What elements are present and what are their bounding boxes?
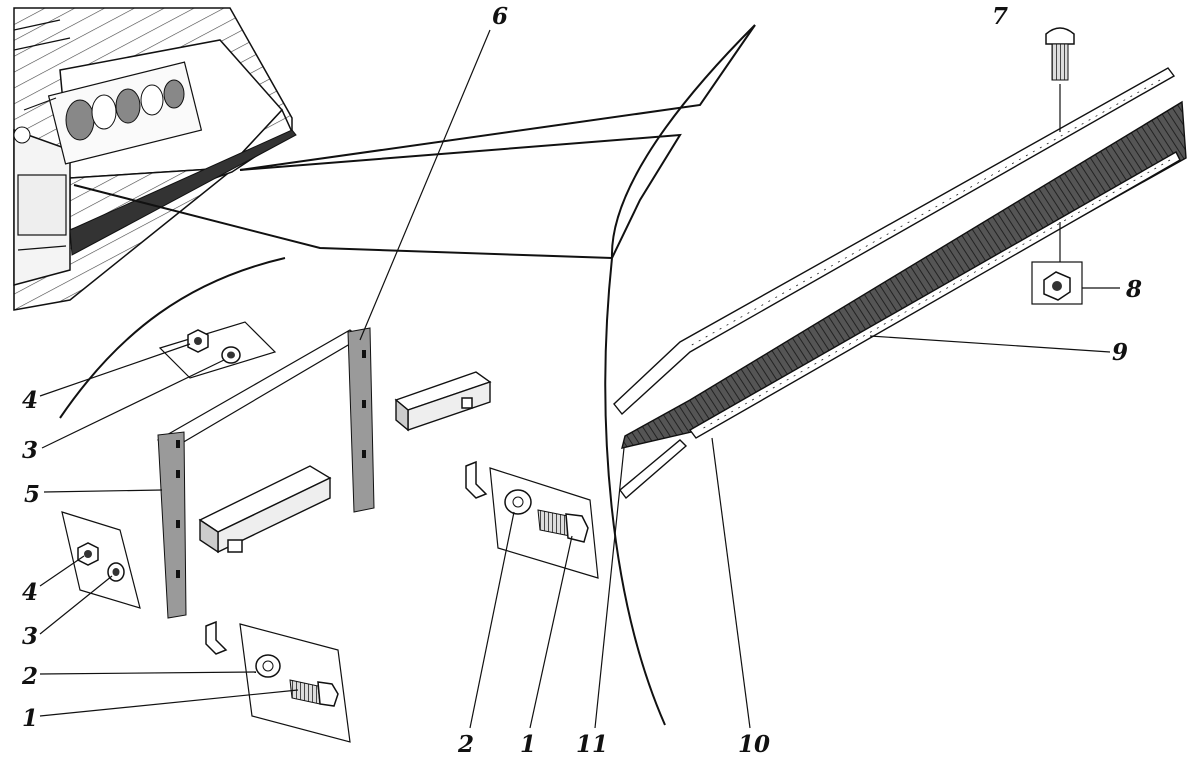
bracket-bar-5 [157,431,187,619]
callout-10: 10 [738,731,770,758]
callout-11: 11 [576,731,608,758]
callout-4-top: 4 [22,387,38,414]
nut-4-top [187,329,209,353]
bolt-1-middle [537,509,589,543]
nut-4-lower [77,542,99,566]
callout-3-lower: 3 [22,623,38,650]
box-beam-right [394,371,492,432]
callout-3-top: 3 [22,437,38,464]
washer-3-top [221,346,241,364]
callout-6: 6 [492,3,508,30]
washer-3-lower [107,562,125,582]
bracket-bar-6 [347,327,375,513]
callout-4-lower: 4 [22,579,38,606]
zoom-guide-lines [59,24,756,726]
screw-7 [1045,27,1075,81]
hatched-strip-11 [621,100,1187,449]
nut-8 [1043,271,1071,301]
bolt-1-lower [289,679,339,707]
callout-2-middle: 2 [457,731,474,758]
callout-8: 8 [1125,276,1142,303]
callout-1-left: 1 [22,705,38,732]
callout-5: 5 [24,481,40,508]
leader-lines [39,29,1120,729]
strip-assembly [613,27,1187,500]
left-fastener-group [61,321,492,743]
callout-1-middle: 1 [520,731,536,758]
spare-wheels-compartment [47,61,203,165]
washer-2-middle [504,489,532,515]
middle-fastener-group [465,460,599,579]
washer-2-lower [255,654,281,678]
lower-trim-strip-10 [688,151,1181,439]
callout-7: 7 [992,3,1008,30]
box-beam-left [198,465,332,554]
callout-9: 9 [1112,339,1128,366]
truck-body-illustration [13,7,297,311]
upper-trim-strip [613,67,1176,416]
callout-labels: 6 7 8 9 4 3 5 4 3 2 1 2 1 11 10 [21,3,1142,758]
callout-2-left: 2 [21,663,38,690]
